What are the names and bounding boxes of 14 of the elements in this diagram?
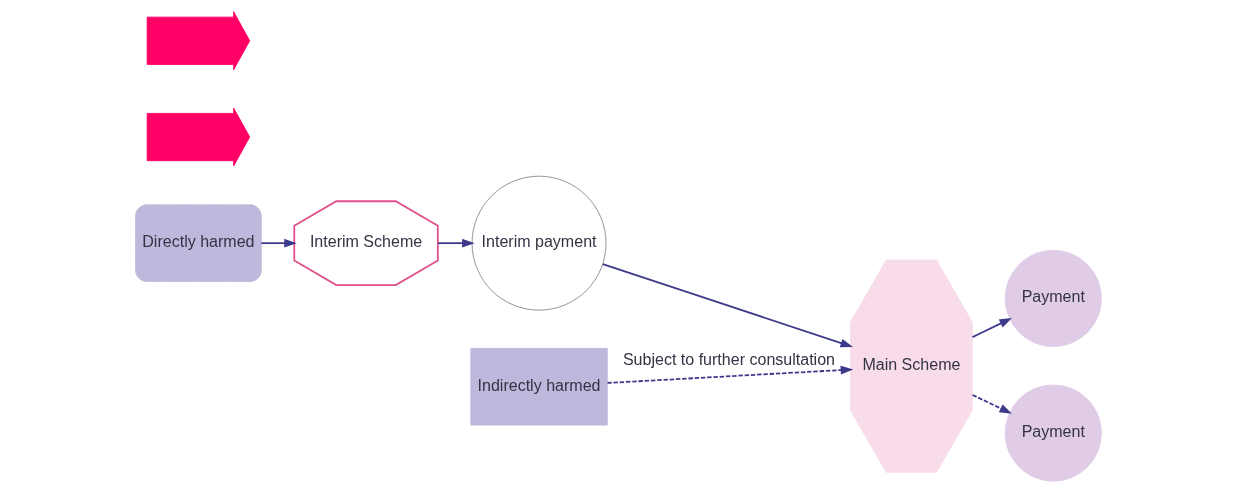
arrow bbox=[601, 263, 853, 348]
arrow bbox=[259, 238, 297, 248]
node-arrow bbox=[146, 11, 250, 71]
node-box: Indirectly harmed bbox=[469, 347, 608, 426]
arrow bbox=[436, 238, 475, 248]
node-circle: Payment bbox=[1004, 249, 1102, 348]
arrow bbox=[971, 394, 1012, 414]
arrow bbox=[606, 365, 853, 384]
node-circle: Payment bbox=[1004, 384, 1102, 482]
node-arrow bbox=[146, 107, 250, 167]
arrow bbox=[971, 318, 1012, 338]
node-circle: Interim payment bbox=[471, 175, 606, 311]
node-box: Directly harmed bbox=[134, 204, 262, 282]
edge-label: Subject to further consultation bbox=[622, 349, 835, 368]
